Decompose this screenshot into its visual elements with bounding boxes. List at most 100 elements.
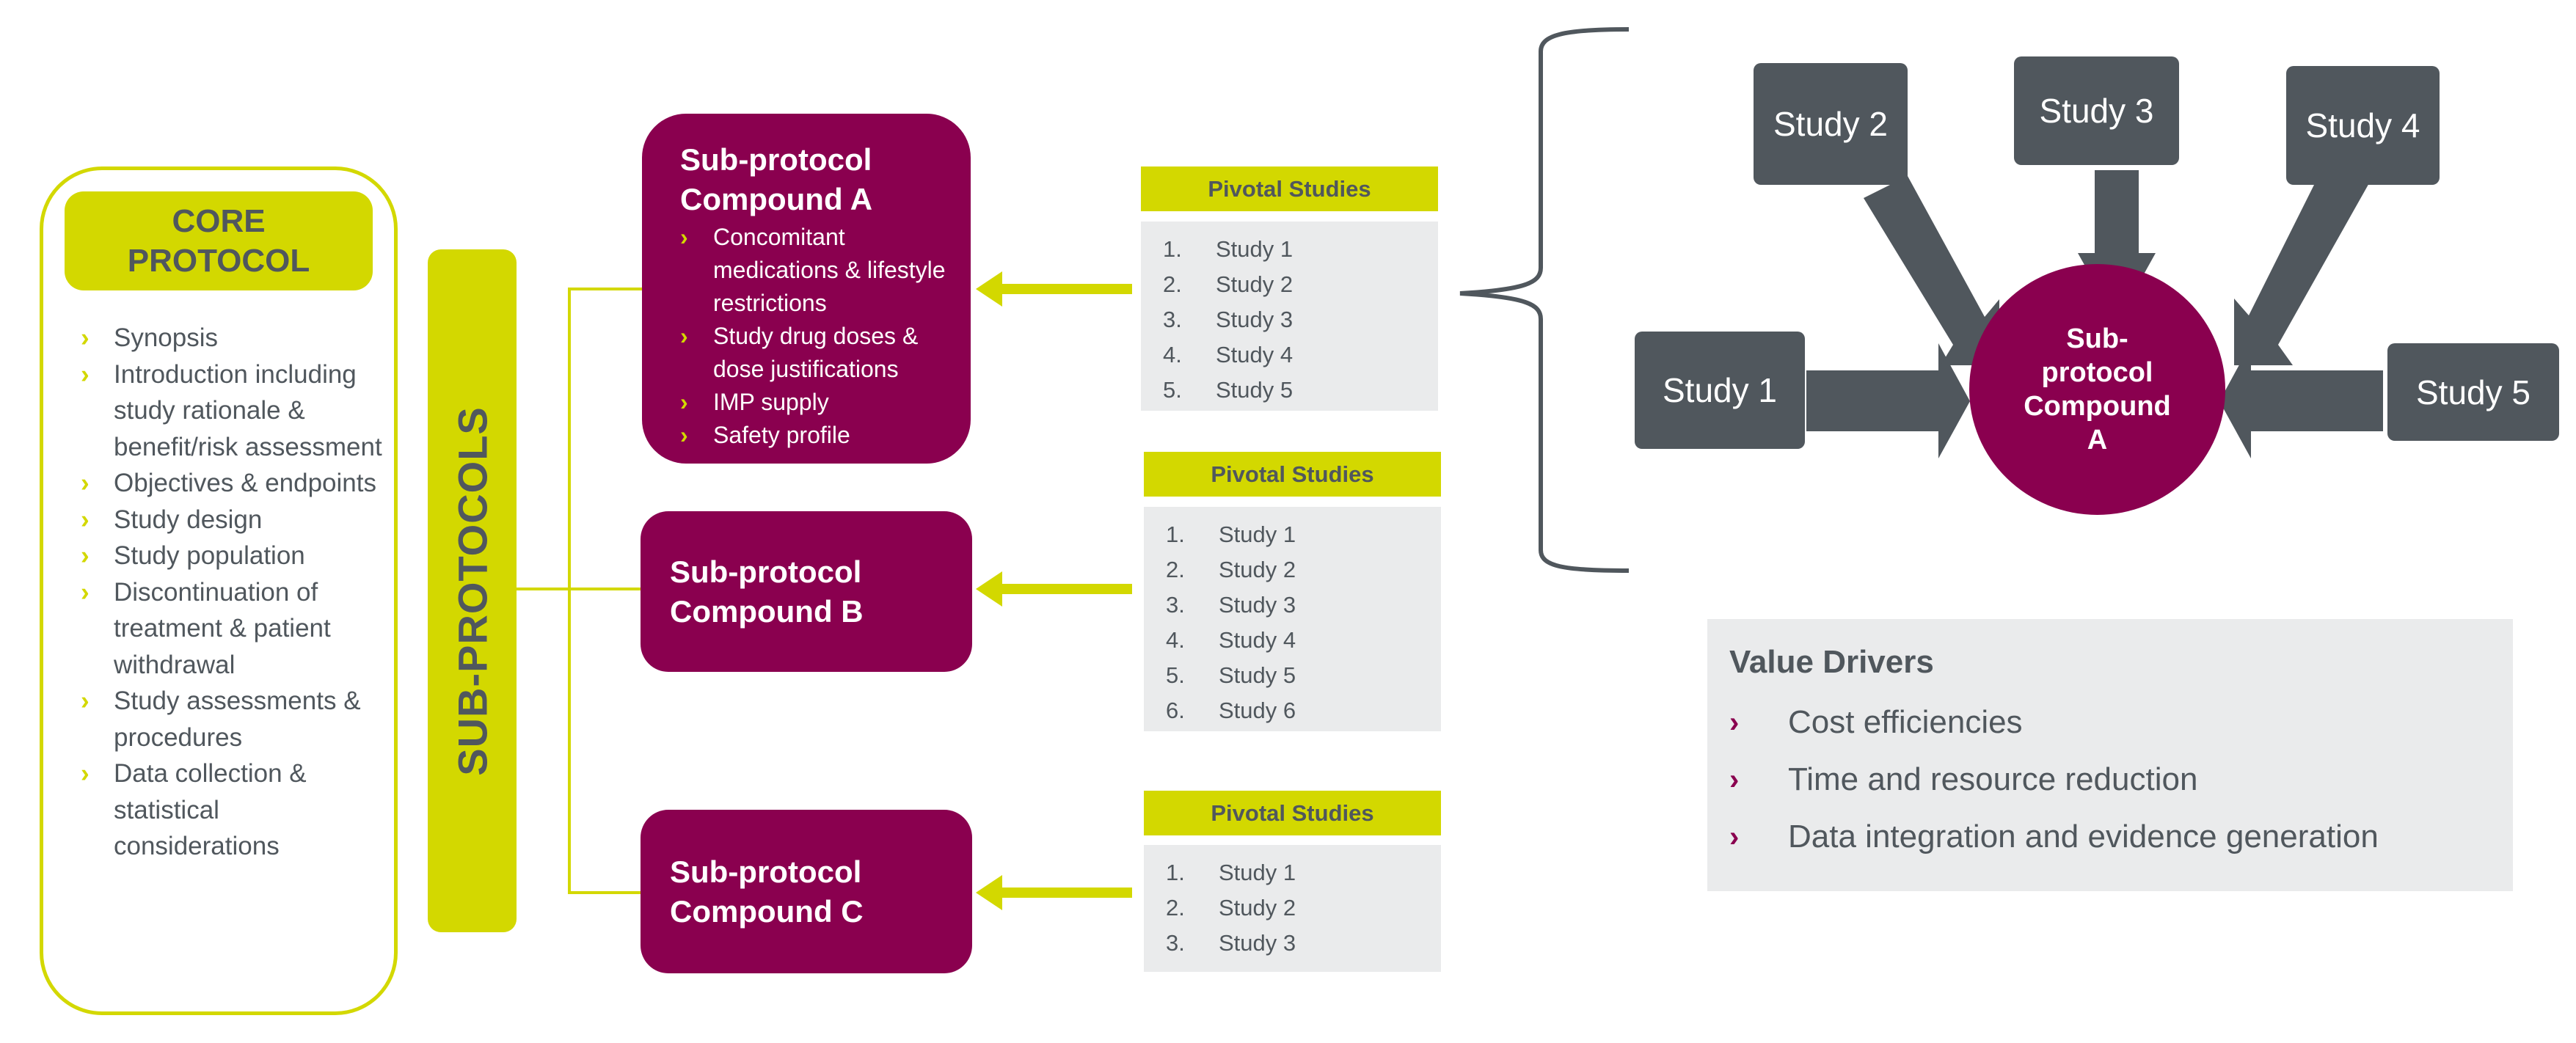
chevron-right-icon: › (81, 359, 90, 389)
study-label: Study 4 (1219, 627, 1296, 653)
arrow-diagonal-icon (2234, 161, 2370, 365)
study-number: 4. (1163, 342, 1182, 367)
hub-center-line: Compound (2024, 391, 2171, 422)
chevron-right-icon: › (680, 422, 688, 448)
sub-protocol-a-title-line1: Sub-protocol (680, 142, 872, 177)
pivotal-study-item: 5.Study 5 (1163, 373, 1438, 408)
connector-trunk (568, 288, 571, 894)
sub-protocol-a-item-text: Safety profile (713, 422, 850, 448)
sub-protocol-a-item: › Study drug doses & dose justifications (680, 320, 949, 386)
core-protocol-item: ›Synopsis (81, 320, 389, 356)
study-label: Study 1 (1216, 236, 1294, 262)
study-label: Study 6 (1219, 698, 1296, 723)
sub-protocol-b-title-line1: Sub-protocol (670, 554, 862, 589)
value-drivers-list: ›Cost efficiencies › Time and resource re… (1729, 694, 2491, 865)
chevron-right-icon: › (680, 323, 688, 349)
arrow-shaft (1000, 584, 1132, 594)
chevron-right-icon: › (81, 469, 90, 497)
hub-study-box: Study 1 (1635, 332, 1805, 449)
hub-study-box: Study 4 (2286, 66, 2440, 185)
sub-protocol-a-item-text: IMP supply (713, 389, 829, 415)
study-number: 2. (1166, 557, 1185, 582)
core-protocol-item: ›Introduction including study rationale … (81, 356, 389, 466)
chevron-right-icon: › (1729, 764, 1740, 796)
hub-center-circle: Sub- protocol Compound A (1969, 264, 2225, 515)
study-number: 1. (1163, 236, 1182, 262)
value-driver-item: › Data integration and evidence generatio… (1729, 808, 2491, 865)
core-protocol-list: ›Synopsis ›Introduction including study … (81, 320, 389, 865)
arrow-diagonal-icon (1864, 176, 1999, 365)
pivotal-study-item: 6. Study 6 (1166, 693, 1441, 728)
pivotal-studies-a-header: Pivotal Studies (1141, 166, 1438, 211)
core-protocol-item-text: Study population (114, 541, 305, 570)
value-drivers-title: Value Drivers (1729, 644, 1934, 680)
arrow-head (976, 571, 1002, 607)
sub-protocol-c-title: Sub-protocol Compound C (670, 852, 864, 932)
core-protocol-item: › Study assessments & procedures (81, 683, 389, 755)
core-protocol-item-text: Objectives & endpoints (114, 469, 376, 497)
study-label: Study 3 (1219, 592, 1296, 618)
sub-protocol-c-title-line1: Sub-protocol (670, 854, 862, 889)
connector-to-sub-b (568, 588, 641, 590)
sub-protocols-bar: SUB-PROTOCOLS (428, 249, 517, 932)
sub-protocol-a-item: ›Concomitant medications & lifestyle res… (680, 221, 949, 320)
study-number: 3. (1166, 592, 1185, 618)
core-protocol-item-text: Study assessments & procedures (114, 687, 361, 752)
core-protocol-item-text: Data collection & statistical considerat… (114, 759, 307, 860)
value-driver-item: › Time and resource reduction (1729, 751, 2491, 808)
sub-protocol-a-box: Sub-protocol Compound A ›Concomitant med… (642, 114, 971, 464)
chevron-right-icon: › (81, 541, 90, 570)
pivotal-study-item: 2. Study 2 (1166, 552, 1441, 588)
study-number: 2. (1163, 271, 1182, 297)
pivotal-studies-b-header: Pivotal Studies (1144, 452, 1441, 497)
core-protocol-item-text: Synopsis (114, 323, 219, 352)
value-driver-item: ›Cost efficiencies (1729, 694, 2491, 751)
chevron-right-icon: › (1729, 706, 1740, 739)
hub-arrows (1806, 161, 2383, 458)
chevron-right-icon: › (81, 577, 90, 607)
core-protocol-item-text: Study design (114, 505, 263, 534)
sub-protocols-label: SUB-PROTOCOLS (449, 406, 495, 776)
sub-protocol-a-item-text: Study drug doses & dose justifications (713, 323, 919, 382)
core-protocol-title-line2: PROTOCOL (127, 242, 310, 279)
hub-study-box: Study 5 (2387, 343, 2559, 441)
hub-study-box: Study 2 (1754, 63, 1908, 185)
core-protocol-item: › Study population (81, 538, 389, 574)
study-label: Study 5 (1216, 377, 1294, 403)
chevron-right-icon: › (81, 687, 90, 715)
study-label: Study 1 (1219, 522, 1296, 547)
pivotal-study-item: 5.Study 5 (1166, 658, 1441, 693)
study-label: Study 5 (1219, 662, 1296, 688)
chevron-right-icon: › (81, 759, 90, 788)
arrow-left-icon (976, 571, 1132, 607)
arrow-left-icon (2219, 343, 2383, 458)
value-drivers-panel: Value Drivers ›Cost efficiencies › Time a… (1707, 619, 2513, 891)
study-number: 6. (1166, 698, 1185, 723)
chevron-right-icon: › (1729, 821, 1740, 853)
study-label: Study 1 (1219, 860, 1296, 885)
chevron-right-icon: › (81, 505, 90, 534)
sub-protocol-b-title: Sub-protocol Compound B (670, 552, 864, 632)
value-driver-text: Data integration and evidence generation (1788, 819, 2379, 854)
arrow-head (976, 271, 1002, 307)
core-protocol-item: › Objectives & endpoints (81, 465, 389, 502)
connector-to-sub-a (568, 288, 643, 290)
sub-protocol-b-box: Sub-protocol Compound B (641, 511, 972, 672)
study-label: Study 2 (1219, 557, 1296, 582)
sub-protocol-a-list: ›Concomitant medications & lifestyle res… (680, 221, 949, 452)
sub-protocol-a-item: › Safety profile (680, 419, 949, 452)
study-number: 1. (1166, 860, 1185, 885)
pivotal-study-item: 1. Study 1 (1166, 855, 1441, 890)
core-protocol-panel (40, 166, 398, 1015)
pivotal-studies-c-list: 1.Study 1 2.Study 2 3.Study 3 (1144, 845, 1441, 972)
pivotal-study-item: 4.Study 4 (1166, 623, 1441, 658)
pivotal-studies-c-header: Pivotal Studies (1144, 791, 1441, 835)
pivotal-study-item: 2.Study 2 (1166, 890, 1441, 926)
chevron-right-icon: › (680, 389, 688, 415)
pivotal-studies-a-list: 1.Study 1 2.Study 2 3.Study 3 4.Study 4 … (1141, 222, 1438, 411)
sub-protocol-b-title-line2: Compound B (670, 593, 864, 629)
arrow-right-icon (1806, 343, 1970, 458)
chevron-right-icon: › (680, 224, 688, 250)
sub-protocol-c-box: Sub-protocol Compound C (641, 810, 972, 973)
value-driver-text: Time and resource reduction (1788, 761, 2198, 797)
